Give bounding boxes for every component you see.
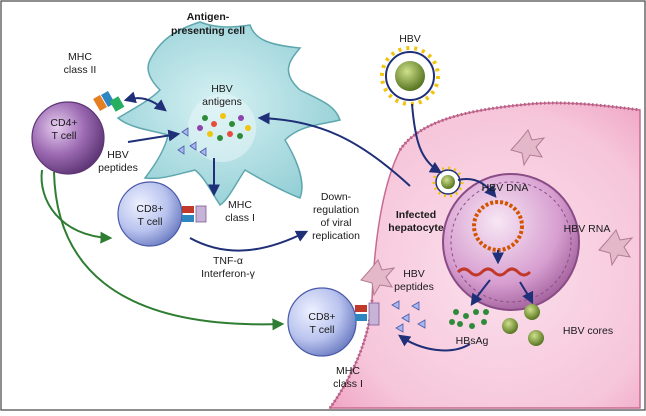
label-interferon: Interferon-γ [201,268,255,280]
label-cd4-1: CD4+ [50,117,77,129]
label-hbv-antigens-1: HBV [211,83,233,95]
label-hbv-cores: HBV cores [563,325,613,337]
arrow-to-nucleus [457,178,497,198]
label-downreg-3: of viral [321,217,352,229]
hbsag-particles [449,309,489,329]
label-infected-1: Infected [396,209,436,221]
label-apc-2: presenting cell [171,25,245,37]
label-hbv-peptides-right-2: peptides [394,281,434,293]
hbv-peptide-triangles-left [177,127,207,157]
arrow-rna-to-cores [519,281,534,305]
label-hbv-peptides-left-2: peptides [98,162,138,174]
label-downreg-2: regulation [313,204,359,216]
hbv-rna-strand [456,267,532,277]
antigen-presenting-cell [116,21,341,207]
hbv-cores [502,304,544,346]
arrow-cd4-to-cd8-top [40,169,113,244]
arrow-peptides-left [127,129,181,143]
label-hbv: HBV [399,33,421,45]
label-mhc1-top-2: class I [225,212,255,224]
label-downreg-1: Down- [321,191,352,203]
label-hbv-peptides-right-1: HBV [403,268,425,280]
nucleus [442,173,580,311]
green-arrows [40,169,285,331]
hbv-virion [380,46,440,106]
cd8-t-cell-top [117,181,183,247]
cd4-t-cell [31,101,105,175]
label-cd8-bottom-1: CD8+ [308,311,335,323]
label-tnf: TNF-α [213,255,243,267]
mhc-class-i-receptor-top [182,205,207,223]
cd8-t-cell-bottom [287,287,357,357]
label-mhc2-2: class II [64,64,97,76]
label-cd8-top-1: CD8+ [136,203,163,215]
label-hbv-dna: HBV DNA [482,182,529,194]
label-downreg-4: replication [312,230,360,242]
blue-arrows [123,91,534,352]
arrow-rna-to-hbsag [470,279,491,306]
label-hbsag: HBsAg [456,335,489,347]
arrow-hbsag-to-peptides [398,334,471,352]
label-hbv-antigens-2: antigens [202,96,242,108]
mhc-class-i-receptor-bottom [355,302,380,326]
hbv-virion-entering [432,166,464,198]
label-cd8-bottom-2: T cell [310,324,335,336]
hbv-peptide-triangles-right [391,300,426,333]
mhc-class-ii-receptor [93,90,125,112]
label-cd8-top-2: T cell [138,216,163,228]
label-mhc2-1: MHC [68,51,92,63]
label-mhc1-bottom-2: class I [333,378,363,390]
label-infected-2: hepatocyte [388,222,444,234]
arrow-hepatocyte-to-apc [257,112,411,187]
label-hbv-peptides-left-1: HBV [107,149,129,161]
arrow-virion-to-cell [411,103,443,174]
arrow-apc-mhc2 [123,91,167,112]
hbv-antigen-dots [197,113,251,141]
arrow-cd4-to-cd8-bottom [53,171,285,331]
label-apc-1: Antigen- [187,11,230,23]
label-mhc1-top-1: MHC [228,199,252,211]
label-hbv-rna: HBV RNA [564,223,611,235]
label-mhc1-bottom-1: MHC [336,365,360,377]
label-cd4-2: T cell [52,130,77,142]
arrow-cytokines [189,230,309,252]
